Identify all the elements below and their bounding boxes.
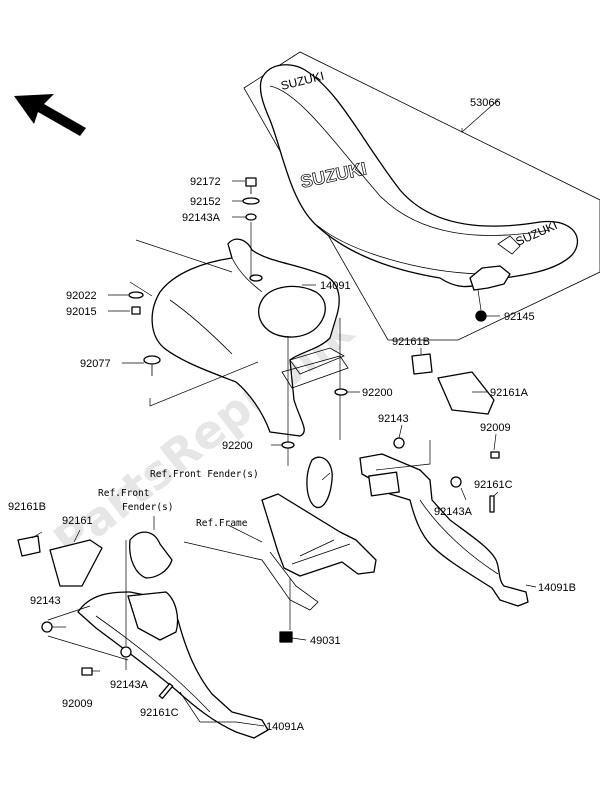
front-cover-opening	[257, 285, 326, 338]
label-92009-right: 92009	[480, 422, 511, 434]
ref-front-fender-right: Ref.Front Fender(s)	[150, 469, 259, 480]
fasteners	[41, 177, 500, 700]
seat-outline-box	[243, 51, 600, 341]
label-92161c-left: 92161C	[140, 707, 179, 719]
label-92172: 92172	[190, 176, 221, 188]
label-92200-a: 92200	[362, 387, 393, 399]
washer-92143-left-icon	[41, 621, 53, 633]
seat-bracket	[469, 265, 511, 291]
bolt-92172-icon	[245, 177, 257, 187]
label-92143a-top: 92143A	[182, 212, 221, 224]
label-92015: 92015	[66, 306, 97, 318]
rear-bracket-14091b	[359, 453, 529, 607]
seat-hook	[497, 235, 521, 255]
part-92161-piece	[49, 539, 103, 587]
label-92161: 92161	[62, 515, 93, 527]
label-92161a: 92161A	[490, 387, 529, 399]
pin-92161c-left-icon	[158, 682, 174, 700]
side-cover-14091a	[77, 591, 269, 739]
leader-lines	[31, 99, 537, 727]
grommet-92200-b-icon	[281, 441, 295, 449]
label-92145: 92145	[504, 311, 535, 323]
label-92143a-right: 92143A	[434, 506, 473, 518]
clip-49031-icon	[279, 631, 293, 643]
bolt-92009-right-icon	[490, 451, 500, 459]
label-53066: 53066	[470, 97, 501, 109]
washer-92143a-right-icon	[450, 476, 462, 488]
front-cover	[151, 238, 349, 437]
ref-front-fender-left-line1: Ref.Front	[98, 488, 149, 499]
grommet-92200-a-icon	[334, 388, 348, 396]
label-92161c-right: 92161C	[474, 479, 513, 491]
label-92200-b: 92200	[222, 440, 253, 452]
bracket-slot	[368, 471, 400, 497]
washer-92143a-top-icon	[245, 213, 257, 221]
front-direction-arrow-icon	[14, 94, 86, 136]
part-92161b-left-piece	[17, 535, 41, 557]
label-92143-left: 92143	[30, 595, 61, 607]
pin-92161c-right-icon	[489, 495, 495, 513]
label-92143a-left: 92143A	[110, 679, 149, 691]
part-92161b-right-piece	[411, 353, 433, 375]
nut-92145-icon	[475, 310, 487, 322]
washer-92022-icon	[128, 291, 144, 299]
label-49031: 49031	[310, 635, 341, 647]
label-92152: 92152	[190, 196, 221, 208]
label-14091: 14091	[320, 280, 351, 292]
label-92009-left: 92009	[62, 698, 93, 710]
label-14091a: 14091A	[266, 721, 305, 733]
label-92161b-right: 92161B	[392, 336, 430, 348]
front-fender-ref-left	[129, 531, 173, 579]
seat: SUZUKI SUZUKI SUZUKI	[259, 64, 578, 291]
clip-92077-icon	[143, 355, 161, 365]
label-92022: 92022	[66, 290, 97, 302]
washer-92143-right-icon	[393, 437, 405, 449]
front-fender-ref-right	[306, 456, 333, 509]
frame-member	[183, 493, 377, 611]
label-14091b: 14091B	[538, 582, 576, 594]
label-92077: 92077	[80, 358, 111, 370]
part-labels: 53066 92172 92152 92143A 14091 92022 920…	[8, 97, 576, 733]
washer-92143a-left-icon	[120, 646, 132, 658]
label-92161b-left: 92161B	[8, 501, 46, 513]
washer-92152-icon	[242, 197, 260, 205]
part-92161a-piece	[437, 371, 495, 415]
ref-front-fender-left-line2: Fender(s)	[122, 502, 173, 513]
label-92143-right: 92143	[378, 413, 409, 425]
reference-labels: Ref.Front Fender(s) Ref.Front Fender(s) …	[98, 469, 259, 529]
bolt-92009-left-icon	[81, 667, 93, 676]
ref-frame: Ref.Frame	[196, 518, 248, 529]
nut-92015-icon	[131, 306, 141, 315]
grommet-top-icon	[249, 274, 263, 282]
